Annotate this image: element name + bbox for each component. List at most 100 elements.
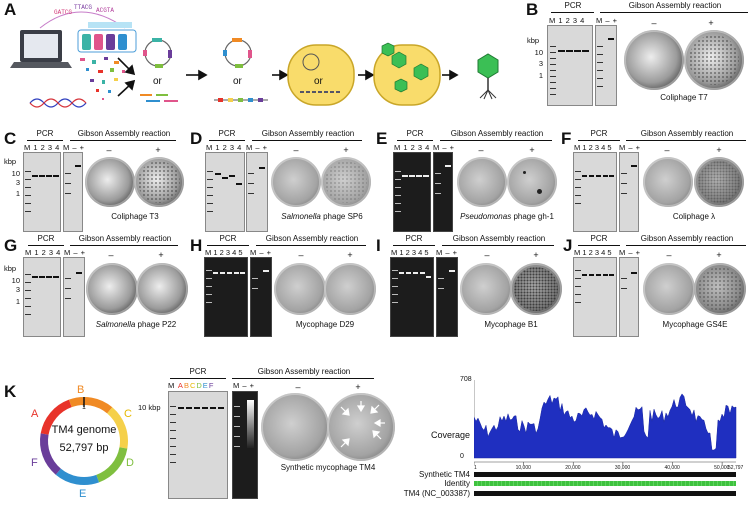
panel-label-k: K xyxy=(4,382,17,401)
genome-segment-d xyxy=(96,447,128,483)
plate-minus-b xyxy=(624,30,684,90)
genome-ring-segments xyxy=(40,397,128,485)
panel-a-schematic: GATCG TTACG ACGTA xyxy=(10,4,499,108)
gibson-gel-b xyxy=(595,25,617,106)
genome-size: 52,797 bp xyxy=(59,442,109,454)
gibson-rule-b xyxy=(600,12,748,13)
gibson-header-f: Gibson Assembly reaction xyxy=(640,129,734,138)
linear-fragments xyxy=(140,94,178,102)
lane-labels-c: M 1 2 3 4 xyxy=(24,143,60,152)
plus-label-f: + xyxy=(716,145,722,155)
lane-labels-j: M 1 2 3 4 5 xyxy=(574,248,612,257)
pcr-gel-f xyxy=(573,152,617,232)
plate-minus-h xyxy=(274,263,326,315)
pcr-header-j: PCR xyxy=(590,234,608,243)
segment-label-f: F xyxy=(31,457,38,469)
gibson-rule-d xyxy=(252,140,362,141)
lane-labels-mp-e: M – + xyxy=(433,143,455,152)
minus-label-e: – xyxy=(478,145,484,155)
axis-tick-label: 30,000 xyxy=(614,465,631,471)
pcr-gel-h xyxy=(204,257,248,337)
lane-labels-mp-j: M – + xyxy=(619,248,641,257)
gibson-header-b: Gibson Assembly reaction xyxy=(628,1,722,10)
lane-labels-f: M 1 2 3 4 5 xyxy=(574,143,612,152)
minus-label-j: – xyxy=(666,250,672,260)
infected-cell-icon xyxy=(373,42,441,106)
gibson-gel-f xyxy=(619,152,639,232)
gibson-header-c: Gibson Assembly reaction xyxy=(77,129,171,138)
plus-label-c: + xyxy=(155,145,161,155)
plasmid-icon xyxy=(143,38,172,68)
axis-tick-label: 10,000 xyxy=(515,465,531,471)
gibson-gel-h xyxy=(250,257,272,337)
reference-tm4-label: TM4 (NC_003387) xyxy=(403,489,470,498)
svg-text:ACGTA: ACGTA xyxy=(96,7,114,14)
caption-d-rest: phage SP6 xyxy=(320,212,363,221)
gibson-gel-g xyxy=(63,257,85,337)
pcr-header-i: PCR xyxy=(405,234,423,243)
panel-label-h: H xyxy=(190,236,203,255)
plate-minus-f xyxy=(643,157,693,207)
pcr-gel-g xyxy=(23,257,61,337)
pcr-gel-d xyxy=(205,152,245,232)
lane-label-d: D xyxy=(196,381,203,390)
minus-label-h: – xyxy=(298,250,304,260)
plaque-arrows xyxy=(340,401,385,448)
lane-labels-h: M 1 2 3 4 5 xyxy=(205,248,243,257)
caption-c: Coliphage T3 xyxy=(111,212,159,221)
lane-label-f: F xyxy=(208,381,215,390)
pcr-rule-g xyxy=(28,245,64,246)
identity-label: Identity xyxy=(444,479,470,488)
or-label-2: or xyxy=(233,76,242,87)
synthesizer-icon xyxy=(77,22,137,53)
svg-text:GATCG: GATCG xyxy=(54,9,72,16)
plate-plus-h xyxy=(324,263,376,315)
or-label-1: or xyxy=(153,76,162,87)
dna-helix xyxy=(29,98,87,108)
plus-label-j: + xyxy=(716,250,722,260)
segment-label-e: E xyxy=(79,488,87,500)
lane-label-c: C xyxy=(189,381,197,390)
axis-tick-marks xyxy=(474,462,723,465)
kbp-1-g: 1 xyxy=(15,297,20,306)
coverage-min-label: 0 xyxy=(460,453,464,460)
plate-minus-d xyxy=(271,157,321,207)
genome-segment-e xyxy=(55,468,100,485)
caption-h: Mycophage D29 xyxy=(295,320,355,329)
gibson-rule-c xyxy=(70,140,176,141)
genome-segment-f xyxy=(40,433,62,475)
pcr-rule-k xyxy=(170,378,226,379)
lane-label-a: A xyxy=(177,381,184,390)
caption-e: Pseudomonas phage gh-1 xyxy=(447,212,567,221)
plate-minus-j xyxy=(643,263,695,315)
gibson-gel-d xyxy=(246,152,268,232)
lane-labels-mp-f: M – + xyxy=(619,143,641,152)
synthetic-tm4-track xyxy=(474,472,736,477)
pcr-header-f: PCR xyxy=(590,129,608,138)
gibson-header-j: Gibson Assembly reaction xyxy=(640,234,734,243)
assembled-linear-dna xyxy=(214,98,268,102)
caption-e-italic: Pseudomonas xyxy=(460,212,512,221)
panel-label-f: F xyxy=(561,129,572,148)
plus-label-k: + xyxy=(355,382,361,392)
pcr-header-e: PCR xyxy=(406,129,424,138)
pcr-header-d: PCR xyxy=(218,129,236,138)
axis-tick-label: 40,000 xyxy=(664,465,680,471)
lane-labels-mp-c: M – + xyxy=(63,143,85,152)
kbp-10-c: 10 xyxy=(11,169,20,178)
host-cell-icon xyxy=(287,44,355,106)
axis-tick-label: 50,000 xyxy=(714,465,730,471)
axis-tick-label: 20,000 xyxy=(565,465,581,471)
lane-labels-i: M 1 2 3 4 5 xyxy=(391,248,429,257)
plate-plus-b xyxy=(684,30,744,90)
pcr-gel-k xyxy=(168,391,228,499)
gibson-rule-j xyxy=(626,245,746,246)
gibson-gel-j xyxy=(619,257,639,337)
plate-plus-k xyxy=(327,393,395,461)
caption-k: Synthetic mycophage TM4 xyxy=(280,463,376,472)
plus-label-d: + xyxy=(343,145,349,155)
plus-label-i: + xyxy=(533,250,539,260)
segment-label-c: C xyxy=(124,408,132,420)
gibson-rule-g xyxy=(70,245,178,246)
pcr-rule-h xyxy=(207,245,249,246)
